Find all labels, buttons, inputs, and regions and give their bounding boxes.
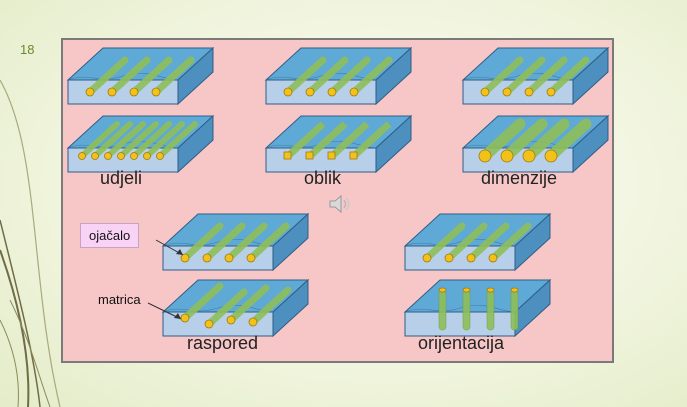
- caption-oblik: oblik: [304, 168, 342, 188]
- slide-number: 18: [20, 42, 35, 57]
- caption-orijentacija: orijentacija: [418, 333, 505, 353]
- caption-dimenzije: dimenzije: [481, 168, 558, 188]
- callout-matrica: matrica: [98, 292, 141, 307]
- caption-udjeli: udjeli: [100, 168, 143, 188]
- caption-raspored: raspored: [187, 333, 259, 353]
- callout-ojacalo: ojačalo: [80, 223, 140, 248]
- fiber-blocks-illustration: [67, 47, 609, 337]
- speaker-icon[interactable]: [327, 193, 353, 215]
